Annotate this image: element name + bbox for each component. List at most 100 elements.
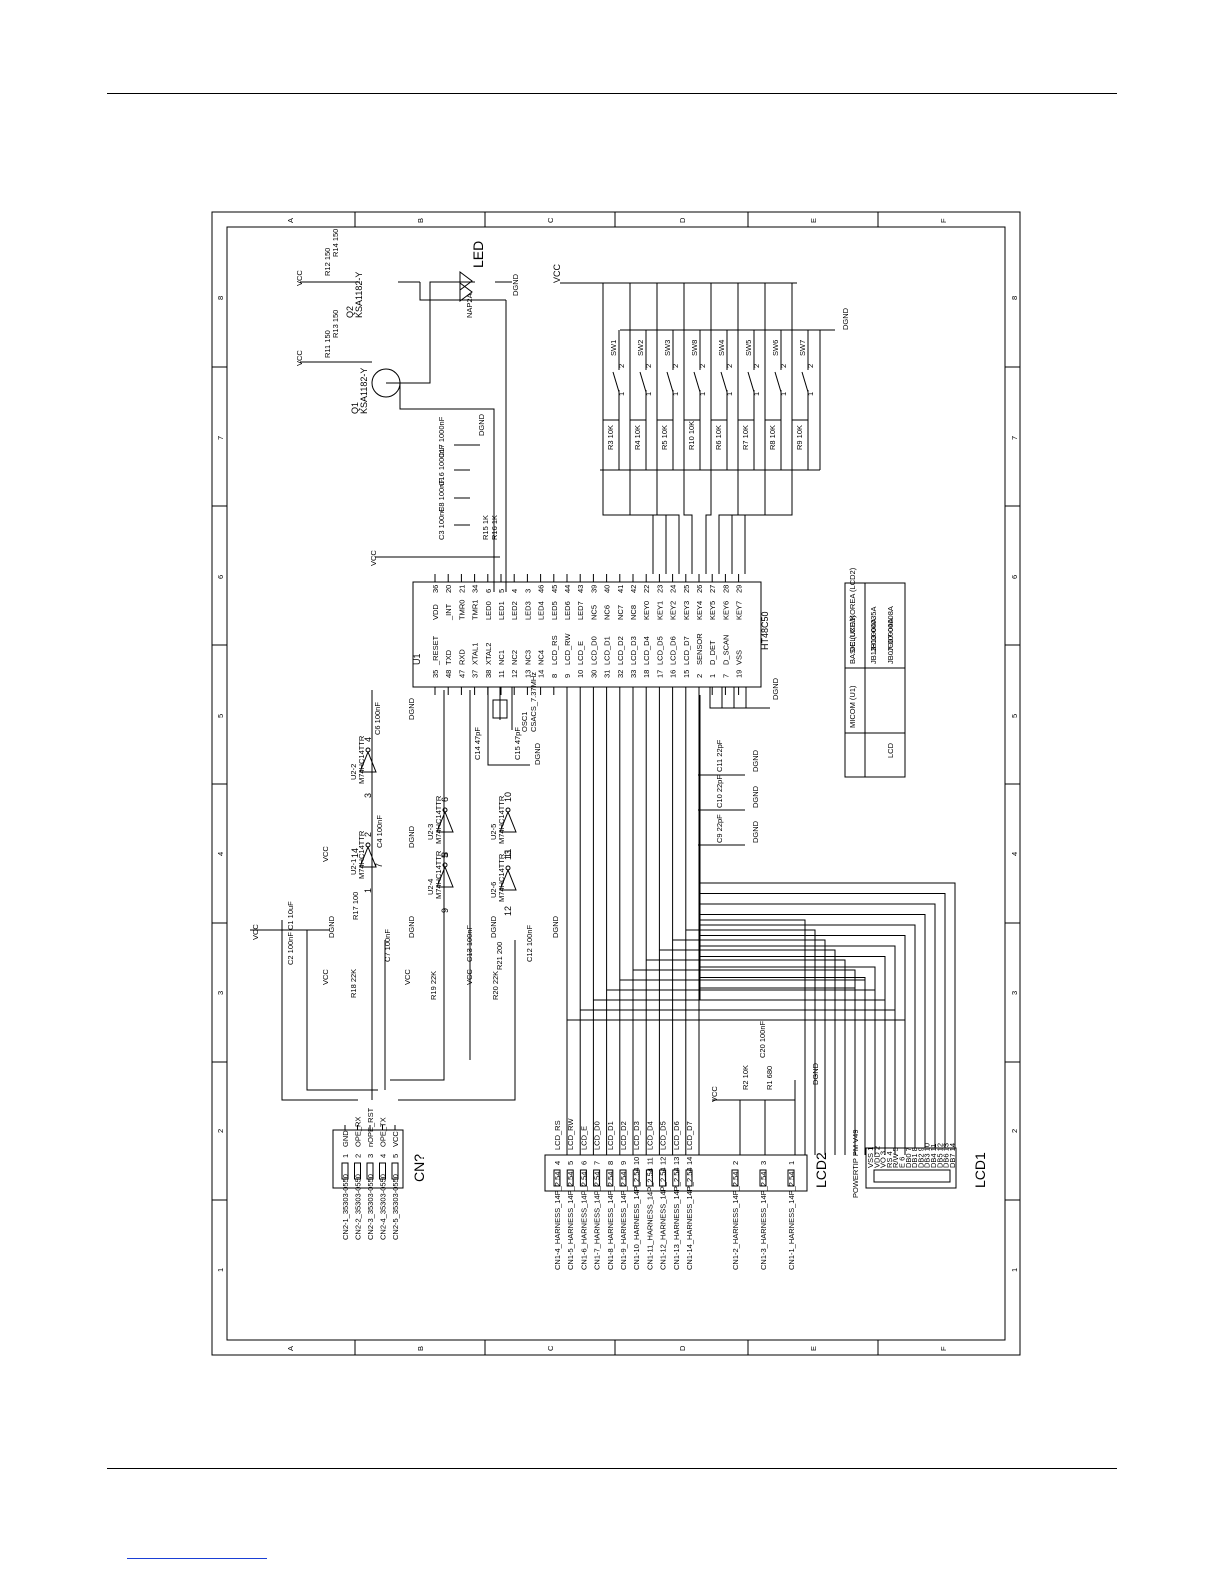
lcd2-harness-label: CN1-8_HARNESS_14P_2.54 — [606, 1172, 615, 1270]
lcd2-harness-label: CN1-6_HARNESS_14P_2.54 — [579, 1172, 588, 1270]
c7-label: C7 100nF — [383, 929, 392, 962]
vcc-rail-top: VCC DGND — [552, 263, 850, 331]
u1-left-pin-num: 33 — [629, 670, 638, 678]
lcd2-connector: LCD2 4LCD_RSCN1-4_HARNESS_14P_2.545LCD_R… — [544, 1020, 829, 1270]
cn-part-label: CN2-3_35303-0550 — [366, 1174, 375, 1240]
tb-value-lcd1: JB07-00004A — [886, 619, 895, 664]
r16-label: R16 1K — [490, 515, 499, 540]
c1-label: C1 10uF — [286, 901, 295, 930]
u1-left-pin-num: 32 — [616, 670, 625, 678]
switch-pin-1: 1 — [779, 392, 788, 396]
u1-left-pin-name: VSS — [735, 650, 744, 665]
lcd2-harness-label: CN1-10_HARNESS_14P_2.54 — [632, 1167, 641, 1270]
switch-pin-1: 1 — [806, 392, 815, 396]
u1-right-pin-name: KEY7 — [735, 601, 744, 620]
tb-header-lcd2: DELUXE/KOREA (LCD2) — [848, 567, 857, 652]
grid-row-right-8: 8 — [1010, 296, 1019, 300]
lcd2-pin-name: LCD_RW — [566, 1118, 575, 1150]
key-resistor-label: R5 10K — [660, 425, 669, 450]
dgnd-c12: DGND — [551, 915, 560, 938]
lcd2-pin-name: LCD_D3 — [632, 1121, 641, 1150]
grid-row-right-2: 2 — [1010, 1129, 1019, 1133]
lcd1-pin-label: DB7 14 — [948, 1143, 957, 1168]
lcd2-pin-num: 7 — [593, 1161, 602, 1165]
u1-right-pins: 36VDD20_INT21TMR034TMR16LED05LED14LED23L… — [431, 574, 744, 621]
switch-pin-1: 1 — [752, 392, 761, 396]
lcd2-pins: 4LCD_RSCN1-4_HARNESS_14P_2.545LCD_RWCN1-… — [553, 1118, 796, 1270]
cn-pins: 1GNDCN2-1_35303-05502OPE_RXCN2-2_35303-0… — [341, 1107, 400, 1240]
inverter-part: M74HC14TTR — [357, 830, 366, 879]
switch-label: SW5 — [744, 340, 753, 356]
inverter-ref: U2-4 — [426, 879, 435, 895]
lcd2-pin-num: 11 — [645, 1157, 654, 1165]
cn-pin-num: 1 — [341, 1154, 350, 1158]
dgnd-c13: DGND — [489, 915, 498, 938]
u1-right-pin-name: NC6 — [603, 605, 612, 620]
vcc-r19: VCC — [403, 969, 412, 985]
lcd1-pin-label: R/W 5 — [891, 1147, 900, 1168]
cn-pin-num: 2 — [354, 1154, 363, 1158]
dgnd-vdd: DGND — [477, 413, 486, 436]
grid-row-left-7: 7 — [216, 436, 225, 440]
grid-row-left-3: 3 — [216, 991, 225, 995]
oscillator: OSC1 CSACS_7.37MHz C14 47pF C15 47pF DGN… — [473, 672, 542, 766]
cn-part-label: CN2-2_35303-0550 — [354, 1174, 363, 1240]
r19-label: R19 22K — [429, 971, 438, 1000]
u1-left-pin-num: 12 — [510, 670, 519, 678]
c4-label: C4 100nF — [375, 815, 384, 848]
lcd2-harness-label: CN1-4_HARNESS_14P_2.54 — [553, 1172, 562, 1270]
u1-left-pin-num: 9 — [563, 674, 572, 678]
inverter-part: M74HC14TTR — [434, 795, 443, 844]
lcd2-harness-label: CN1-1_HARNESS_14P_2.54 — [787, 1172, 796, 1270]
u1-left-pin-name: NC3 — [523, 650, 532, 665]
vdd-decoupling: VCC C3 100nF C8 100nF C16 1000nF C17 100… — [369, 413, 500, 566]
vcc-q1: VCC — [295, 350, 304, 366]
u1-left-pin-name: XTAL2 — [484, 643, 493, 665]
grid-col-top-B: B — [416, 218, 425, 223]
tb-header-u1: MICOM (U1) — [848, 685, 857, 728]
u2-pin14: 14 — [350, 848, 360, 858]
lcd2-pin-name: LCD_D7 — [685, 1121, 694, 1150]
c20-label: C20 100nF — [758, 1020, 767, 1058]
key-resistor-label: R8 10K — [768, 425, 777, 450]
u1-left-pin-num: 37 — [471, 670, 480, 678]
lcd2-pin-name: LCD_D6 — [672, 1121, 681, 1150]
lcd2-pin-num: 12 — [659, 1157, 668, 1165]
inverter-ref: U2-6 — [489, 882, 498, 898]
key-resistor-label: R6 10K — [714, 425, 723, 450]
u1-left-pin-num: 47 — [457, 670, 466, 678]
c8-label: C8 100nF — [437, 479, 446, 512]
r1-label: R1 680 — [765, 1066, 774, 1090]
u1-left-pin-name: LCD_D4 — [642, 636, 651, 665]
u1-left-pin-name: XTAL1 — [471, 643, 480, 665]
c2-label: C2 100nF — [286, 932, 295, 965]
u1-left-pin-num: 48 — [444, 670, 453, 678]
key-resistor-label: R7 10K — [741, 425, 750, 450]
lcd1-pin-label: VSS 1 — [866, 1147, 875, 1168]
u1-right-pin-num: 42 — [629, 585, 638, 593]
grid-row-left-2: 2 — [216, 1129, 225, 1133]
switch-pin-1: 1 — [698, 392, 707, 396]
dgnd-c6: DGND — [407, 697, 416, 720]
lcd2-harness-label: CN1-7_HARNESS_14P_2.54 — [593, 1172, 602, 1270]
u1-left-pin-name: TXD — [444, 649, 453, 665]
grid-col-bottom-A: A — [286, 1346, 295, 1351]
footer-link-underline[interactable] — [127, 1558, 267, 1559]
u1-left-pin-name: LCD_D1 — [603, 636, 612, 665]
inverter-ref: U2-2 — [349, 764, 358, 780]
u1-right-pin-num: 23 — [655, 585, 664, 593]
switch-pin-1: 1 — [644, 392, 653, 396]
grid-row-left-4: 4 — [216, 852, 225, 856]
inverter-pin-b: 4 — [363, 737, 373, 742]
u1-left-pin-name: LCD_D7 — [682, 636, 691, 665]
led-part: NAP2A — [465, 293, 474, 318]
lcd2-pin-num: 6 — [579, 1161, 588, 1165]
lcd1-pin-label: DB5 12 — [935, 1143, 944, 1168]
grid-row-left-5: 5 — [216, 714, 225, 718]
u1-right-pin-name: LED0 — [484, 601, 493, 620]
u1-left-pin-name: NC2 — [510, 650, 519, 665]
switch-label: SW4 — [717, 340, 726, 356]
cn-pin-name: VCC — [391, 1131, 400, 1147]
